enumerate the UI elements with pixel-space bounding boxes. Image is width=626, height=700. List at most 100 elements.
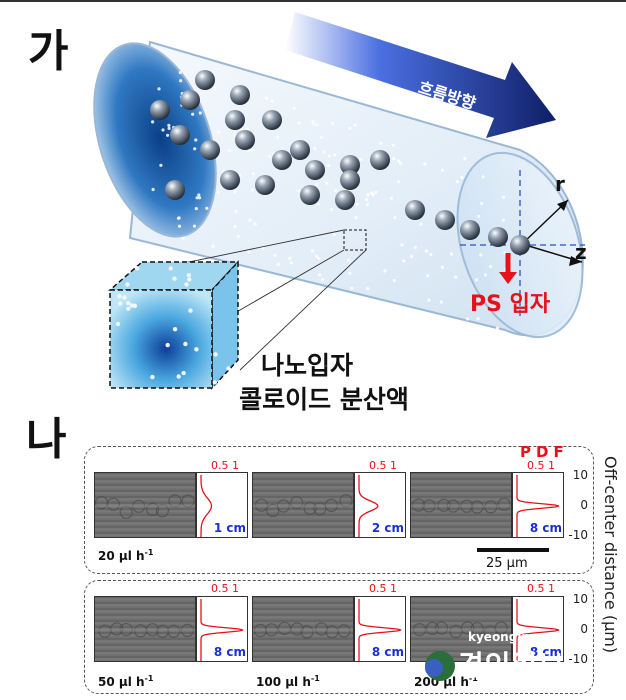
nanoparticle-dot [159, 163, 163, 167]
nanoparticle-dot [264, 96, 269, 100]
nanoparticle-dot [234, 209, 238, 213]
nanoparticle-dot [236, 235, 240, 239]
nanoparticle-dot [501, 218, 505, 222]
ps-particle [235, 130, 255, 150]
cube-nanoparticle [126, 300, 131, 306]
ps-particle [405, 200, 425, 220]
nanoparticle-dot [440, 168, 445, 172]
pdf-curve [358, 599, 402, 661]
cube-nanoparticle [184, 282, 189, 287]
nanoparticle-dot [289, 261, 293, 265]
ps-particle [165, 180, 185, 200]
flow-image [410, 596, 512, 662]
nanoparticle-dot [321, 278, 325, 282]
nanoparticle-dot [370, 191, 374, 195]
nanoparticle-dot [317, 256, 321, 261]
nanoparticle-dot [455, 180, 459, 184]
particle-blob [434, 621, 449, 635]
flow-arrow [285, 12, 556, 138]
ps-particle [435, 210, 455, 230]
particle-blob [325, 625, 339, 639]
nanoparticle-dot [424, 249, 429, 253]
nanoparticle-dot [327, 154, 331, 158]
cube-nanoparticle [122, 295, 127, 300]
nanoparticle-dot [319, 135, 323, 140]
particle-trace [411, 497, 511, 514]
nanoparticle-dot [413, 245, 417, 250]
r-axis-arrow [521, 199, 569, 245]
pdf-box [196, 596, 248, 662]
ps-particle [488, 227, 508, 247]
ps-particle [290, 140, 310, 160]
cube-nanoparticle [187, 277, 192, 282]
nanoparticle-dot [439, 300, 443, 304]
particle-trace [411, 621, 511, 639]
axis-r-label: r [555, 172, 565, 196]
scale-bar-label: 25 μm [486, 556, 528, 571]
nanoparticle-dot [250, 188, 254, 192]
ps-particle [300, 185, 320, 205]
watermark-name: 경인일보 [458, 649, 566, 682]
cube-nanoparticle [194, 347, 199, 352]
ps-particle [200, 140, 220, 160]
nanoparticle-dot [397, 159, 401, 163]
nanoparticle-dot [477, 214, 481, 218]
nanoparticle-dot [297, 121, 301, 125]
nanoparticle-dot [167, 126, 171, 130]
nanoparticle-dot [276, 135, 280, 139]
nanoparticle-dot [474, 278, 479, 282]
particle-blob [119, 505, 133, 519]
ps-particle [220, 170, 240, 190]
nanoparticle-dot [251, 172, 255, 176]
cube-nanoparticle [126, 306, 131, 311]
nanoparticle-dot [392, 278, 396, 283]
particle-blob [145, 502, 160, 517]
pdf-ticks: 0.5 1 [527, 459, 555, 472]
nanoparticle-dot [332, 232, 336, 236]
nanoparticle-dot [151, 120, 155, 124]
row-box-1 [84, 446, 594, 574]
cube-nanoparticle [150, 374, 155, 380]
nanoparticle-dot [178, 71, 182, 75]
y-tick: 0 [580, 498, 588, 512]
particle-trace [95, 494, 195, 519]
pdf-box [512, 596, 564, 662]
nanoparticle-dot [233, 224, 237, 229]
nanoparticle-dot [495, 326, 500, 330]
pdf-curve [516, 599, 560, 661]
strip-50-8cm: 8 cm [94, 596, 250, 662]
nanoparticle-dot [426, 274, 430, 278]
nanoparticle-dot [198, 196, 202, 200]
tube-diagram [93, 12, 585, 390]
particle-blob [494, 621, 508, 635]
cube-nanoparticle [125, 282, 130, 287]
pdf-ticks: 0.5 1 [369, 582, 397, 595]
nanoparticle-dot [314, 254, 319, 258]
cube-nanoparticle [118, 301, 123, 306]
nanoparticle-dot [347, 258, 351, 262]
nanoparticle-dot [365, 197, 369, 201]
nanoparticle-dot [353, 123, 357, 127]
nanoparticle-dot [191, 112, 195, 116]
nanoparticle-dot [329, 207, 334, 211]
flow-rate-label: 50 μl h-1 [98, 674, 154, 689]
nanoparticle-dot [389, 196, 393, 200]
nanoparticle-dot [460, 175, 464, 180]
nanoparticle-dot [198, 111, 202, 115]
particle-trace [253, 621, 353, 639]
nanoparticle-dot [327, 164, 331, 168]
pdf-box [512, 472, 564, 538]
strip-20-8cm: 8 cm [410, 472, 566, 538]
particle-blob [425, 621, 439, 635]
y-axis-label: Off-center distance (μm) [601, 456, 620, 654]
nanoparticle-dot [479, 253, 483, 257]
cube-nanoparticle [165, 342, 170, 348]
colloid-label-line2: 콜로이드 분산액 [239, 385, 409, 414]
pdf-curve [516, 475, 560, 537]
cube-nanoparticle [176, 374, 181, 379]
nanoparticle-dot [410, 254, 414, 258]
colloid-cube [108, 260, 240, 390]
ps-particle [180, 90, 200, 110]
y-tick: 10 [572, 592, 588, 606]
